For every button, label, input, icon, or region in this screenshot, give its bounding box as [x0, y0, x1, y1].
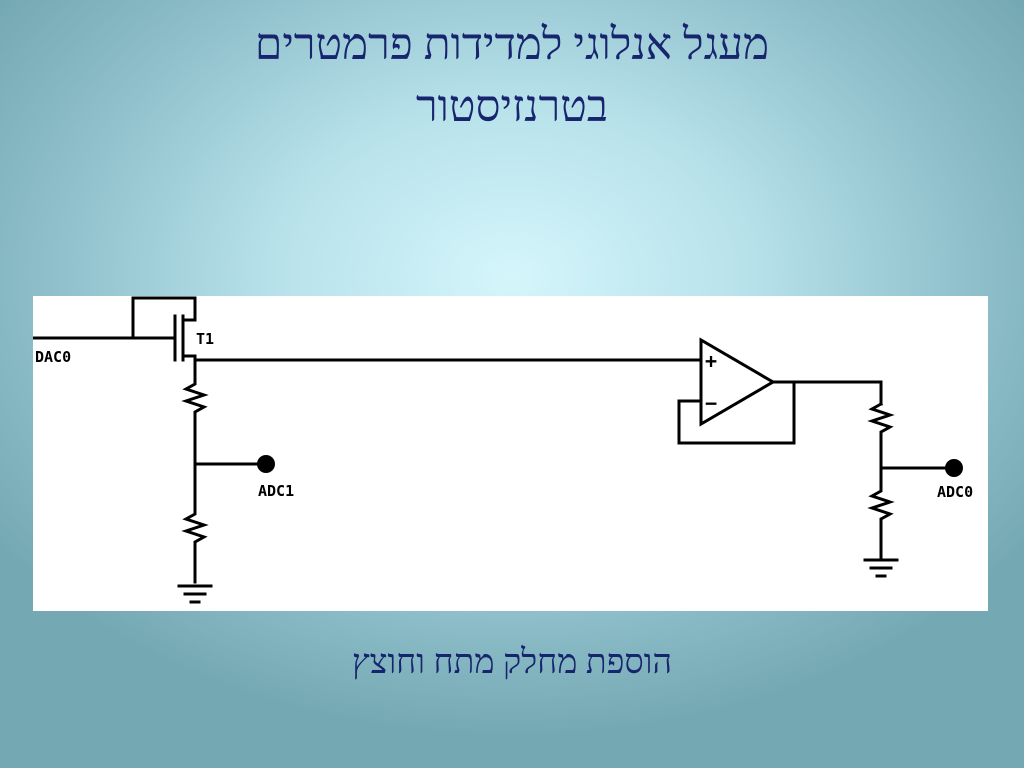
resistor-right-lower: [867, 466, 895, 560]
opamp-minus-sign: −: [705, 391, 717, 415]
transistor-t1-symbol: [131, 296, 197, 366]
resistor-left-lower: [181, 462, 209, 584]
resistor-left-upper: [181, 358, 209, 466]
wire-opamp-out: [771, 380, 883, 406]
ground-right-symbol: [863, 558, 899, 578]
adc0-terminal-dot: [945, 459, 963, 477]
slide-title-line-2: בטרנזיסטור: [416, 82, 608, 131]
circuit-schematic: DAC0 T1 ADC1 ADC0 + −: [33, 296, 973, 604]
opamp-feedback-loop: [677, 380, 796, 445]
opamp-buffer-symbol: [699, 337, 776, 427]
ground-left-symbol: [177, 584, 213, 604]
slide-caption: הוספת מחלק מתח וחוצץ: [351, 644, 673, 681]
slide-title: מעגל אנלוגי למדידות פרמטרים בטרנזיסטור: [0, 14, 1024, 138]
label-adc1: ADC1: [258, 482, 294, 500]
label-t1: T1: [196, 330, 214, 348]
opamp-plus-sign: +: [705, 349, 717, 373]
resistor-right-upper: [867, 401, 895, 470]
label-dac0: DAC0: [35, 348, 71, 366]
circuit-diagram: DAC0 T1 ADC1 ADC0 + −: [33, 296, 988, 611]
label-adc0: ADC0: [937, 483, 973, 501]
slide-title-line-1: מעגל אנלוגי למדידות פרמטרים: [254, 20, 770, 69]
adc1-terminal-dot: [257, 455, 275, 473]
